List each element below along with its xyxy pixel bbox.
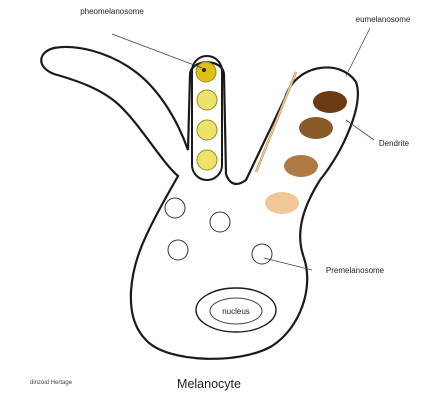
pheomelanosome-core [202,68,206,72]
pheomelanosome [197,150,217,170]
dendrite-label: Dendrite [379,139,410,148]
pheomelanosome [197,90,217,110]
pheomelanosome [196,62,216,82]
eumelanosome [313,91,347,113]
premelanosome-vesicle [210,212,230,232]
premelanosome-vesicle [252,244,272,264]
premelanosome-vesicle [168,240,188,260]
eumelanosome-group [265,91,347,214]
credit-text: dinzoid Hertage [30,380,73,386]
nucleus-label: nucleus [222,307,250,316]
eumelanosome [284,155,318,177]
pheomelanosome [197,120,217,140]
eumelanosome-label: eumelanosome [356,15,411,24]
pheomelanosome-pointer [112,34,202,68]
eumelanosome-pointer [346,28,370,76]
premelanosome-label: Premelanosome [326,266,385,275]
pheomelanosome-group [196,62,217,170]
eumelanosome [299,117,333,139]
premelanosome-vesicle [165,198,185,218]
dendrite-fiber-inner [256,72,296,172]
pheomelanosome-label: pheomelanosome [80,7,144,16]
diagram-title: Melanocyte [177,377,241,391]
eumelanosome [265,192,299,214]
